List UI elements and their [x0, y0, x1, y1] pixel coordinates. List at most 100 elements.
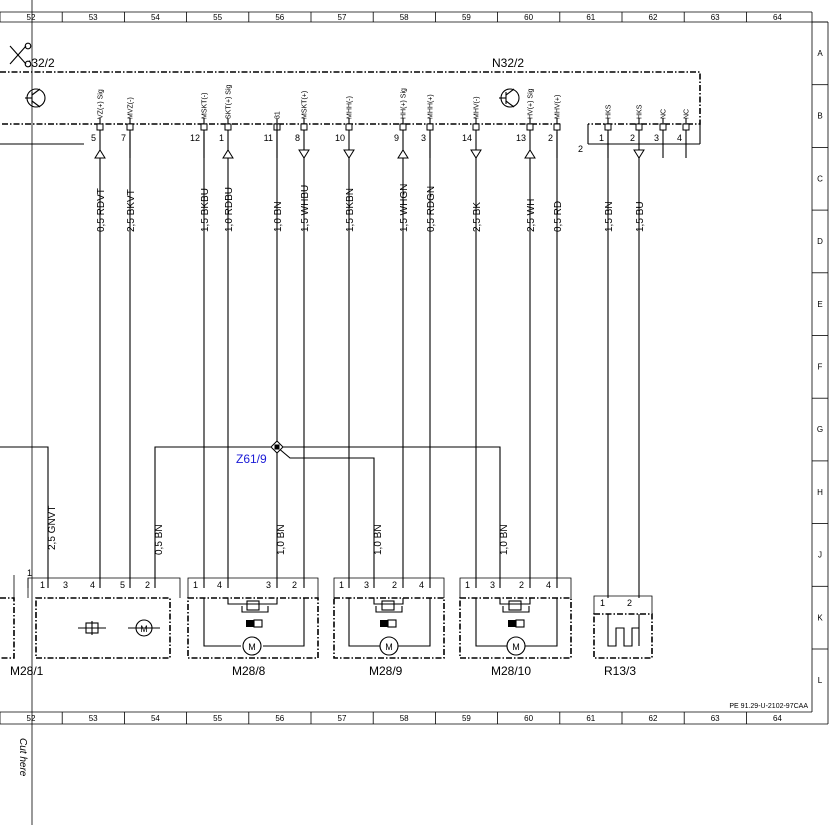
- pin-number: 5: [91, 133, 96, 143]
- connector-label-n32-2: N32/2: [492, 56, 524, 70]
- m28-1-label: M28/1: [10, 664, 44, 678]
- component-r13-3: 1 2 R13/3: [593, 595, 653, 678]
- m28-10-pin-4: 4: [546, 580, 551, 590]
- wire-label-gnvt: 2,5 GNVT: [47, 506, 58, 550]
- signal-arrow-down-icon: [633, 149, 645, 159]
- pin-number: 4: [677, 133, 682, 143]
- connector-extra-pin-label: 2: [578, 144, 583, 154]
- wire-label-bn-m1: 0,5 BN: [154, 524, 165, 555]
- wire-label-vz: 0,5 RDVT: [96, 188, 107, 232]
- m28-9-pin-2: 2: [392, 580, 397, 590]
- connector-pin-nc4: 4 NC: [677, 109, 691, 158]
- signal-arrow-up-icon: [94, 149, 106, 159]
- pin-number: 2: [548, 133, 553, 143]
- m28-10-label: M28/10: [491, 664, 531, 678]
- pin-signal-label: MHV(-): [474, 96, 481, 119]
- row-letter: G: [817, 425, 823, 434]
- row-letter: F: [818, 363, 823, 372]
- column-number-bottom: 62: [649, 714, 658, 723]
- pin-number: 1: [219, 133, 224, 143]
- pin-signal-label: NC: [684, 109, 691, 119]
- transistor-icon-right: [499, 88, 520, 108]
- connector-pin-mskt_plus: 8 MSKT(+): [295, 91, 310, 159]
- pin-number: 3: [421, 133, 426, 143]
- row-letter: D: [817, 237, 823, 246]
- column-number-top: 62: [649, 13, 658, 22]
- m28-9-label: M28/9: [369, 664, 403, 678]
- m28-1-pin-2: 2: [145, 580, 150, 590]
- column-number-top: 57: [338, 13, 347, 22]
- cut-here-text: Cut here: [17, 738, 28, 777]
- column-number-bottom: 54: [151, 714, 160, 723]
- component-m28-8: 1 4 3 2 M M28/8: [187, 577, 319, 678]
- svg-text:M: M: [512, 642, 520, 652]
- column-number-bottom: 53: [89, 714, 98, 723]
- svg-text:M: M: [140, 624, 148, 634]
- row-letter: H: [817, 488, 823, 497]
- signal-arrow-down-icon: [343, 149, 355, 159]
- pin-signal-label: HKS: [606, 104, 613, 119]
- r13-3-label: R13/3: [604, 664, 636, 678]
- column-number-top: 56: [275, 13, 284, 22]
- svg-text:M: M: [248, 642, 256, 652]
- m28-9-pin-4: 4: [419, 580, 424, 590]
- pin-number: 3: [654, 133, 659, 143]
- column-number-bottom: 60: [524, 714, 533, 723]
- column-number-top: 58: [400, 13, 409, 22]
- wire-label-mhh_minus: 1,5 BKBN: [345, 188, 356, 232]
- column-number-bottom: 59: [462, 714, 471, 723]
- wire-label-mvz: 2,5 BKVT: [126, 189, 137, 232]
- m28-9-pin-3: 3: [364, 580, 369, 590]
- m28-10-pin-2: 2: [519, 580, 524, 590]
- pin-signal-label: VZ(+) Sig: [98, 89, 105, 119]
- signal-arrow-up-icon: [524, 149, 536, 159]
- column-number-bottom: 52: [27, 714, 36, 723]
- pin-number: 8: [295, 133, 300, 143]
- column-number-top: 60: [524, 13, 533, 22]
- connector-pin-hh: 9HH(+) Sig: [394, 88, 409, 159]
- component-m28-9: 1 3 2 4 M M28/9: [333, 577, 445, 678]
- row-letter: C: [817, 174, 823, 183]
- column-number-top: 64: [773, 13, 782, 22]
- column-number-top: 54: [151, 13, 160, 22]
- column-number-bottom: 61: [586, 714, 595, 723]
- wire-label-mhh_plus: 0,5 RDGN: [426, 186, 437, 232]
- m28-10-pin-1: 1: [465, 580, 470, 590]
- column-number-bottom: 57: [338, 714, 347, 723]
- connector-pin-nc3: 3NC: [654, 109, 668, 158]
- row-letter: K: [817, 613, 823, 622]
- pin-number: 11: [264, 133, 273, 143]
- connector-pin-hks2: 2 HKS: [630, 104, 645, 159]
- m28-1-pin-4: 4: [90, 580, 95, 590]
- signal-arrow-down-icon: [470, 149, 482, 159]
- wire-label-mskt_plus: 1,5 WHBU: [300, 185, 311, 232]
- transistor-icon-left: [25, 88, 46, 108]
- m28-8-pin-4: 4: [217, 580, 222, 590]
- pin-number: 2: [630, 133, 635, 143]
- m28-1-pin-1b: 1: [40, 580, 45, 590]
- pin-signal-label: MVZ(-): [128, 97, 135, 119]
- component-m28-1: 1 3 4 5 2 1 M M28/1: [0, 568, 181, 678]
- pin-signal-label: MSKT(+): [302, 91, 309, 119]
- row-letter: L: [818, 676, 823, 685]
- scissors-icon: [9, 42, 32, 68]
- wire-label-bn-m8: 1,0 BN: [276, 524, 287, 555]
- row-letter: E: [817, 300, 822, 309]
- m28-10-pin-3: 3: [490, 580, 495, 590]
- column-number-bottom: 58: [400, 714, 409, 723]
- m28-1-pin-3: 3: [63, 580, 68, 590]
- column-number-bottom: 56: [275, 714, 284, 723]
- row-letter: B: [817, 112, 822, 121]
- pin-signal-label: HKS: [637, 104, 644, 119]
- r13-3-pin-1: 1: [600, 598, 605, 608]
